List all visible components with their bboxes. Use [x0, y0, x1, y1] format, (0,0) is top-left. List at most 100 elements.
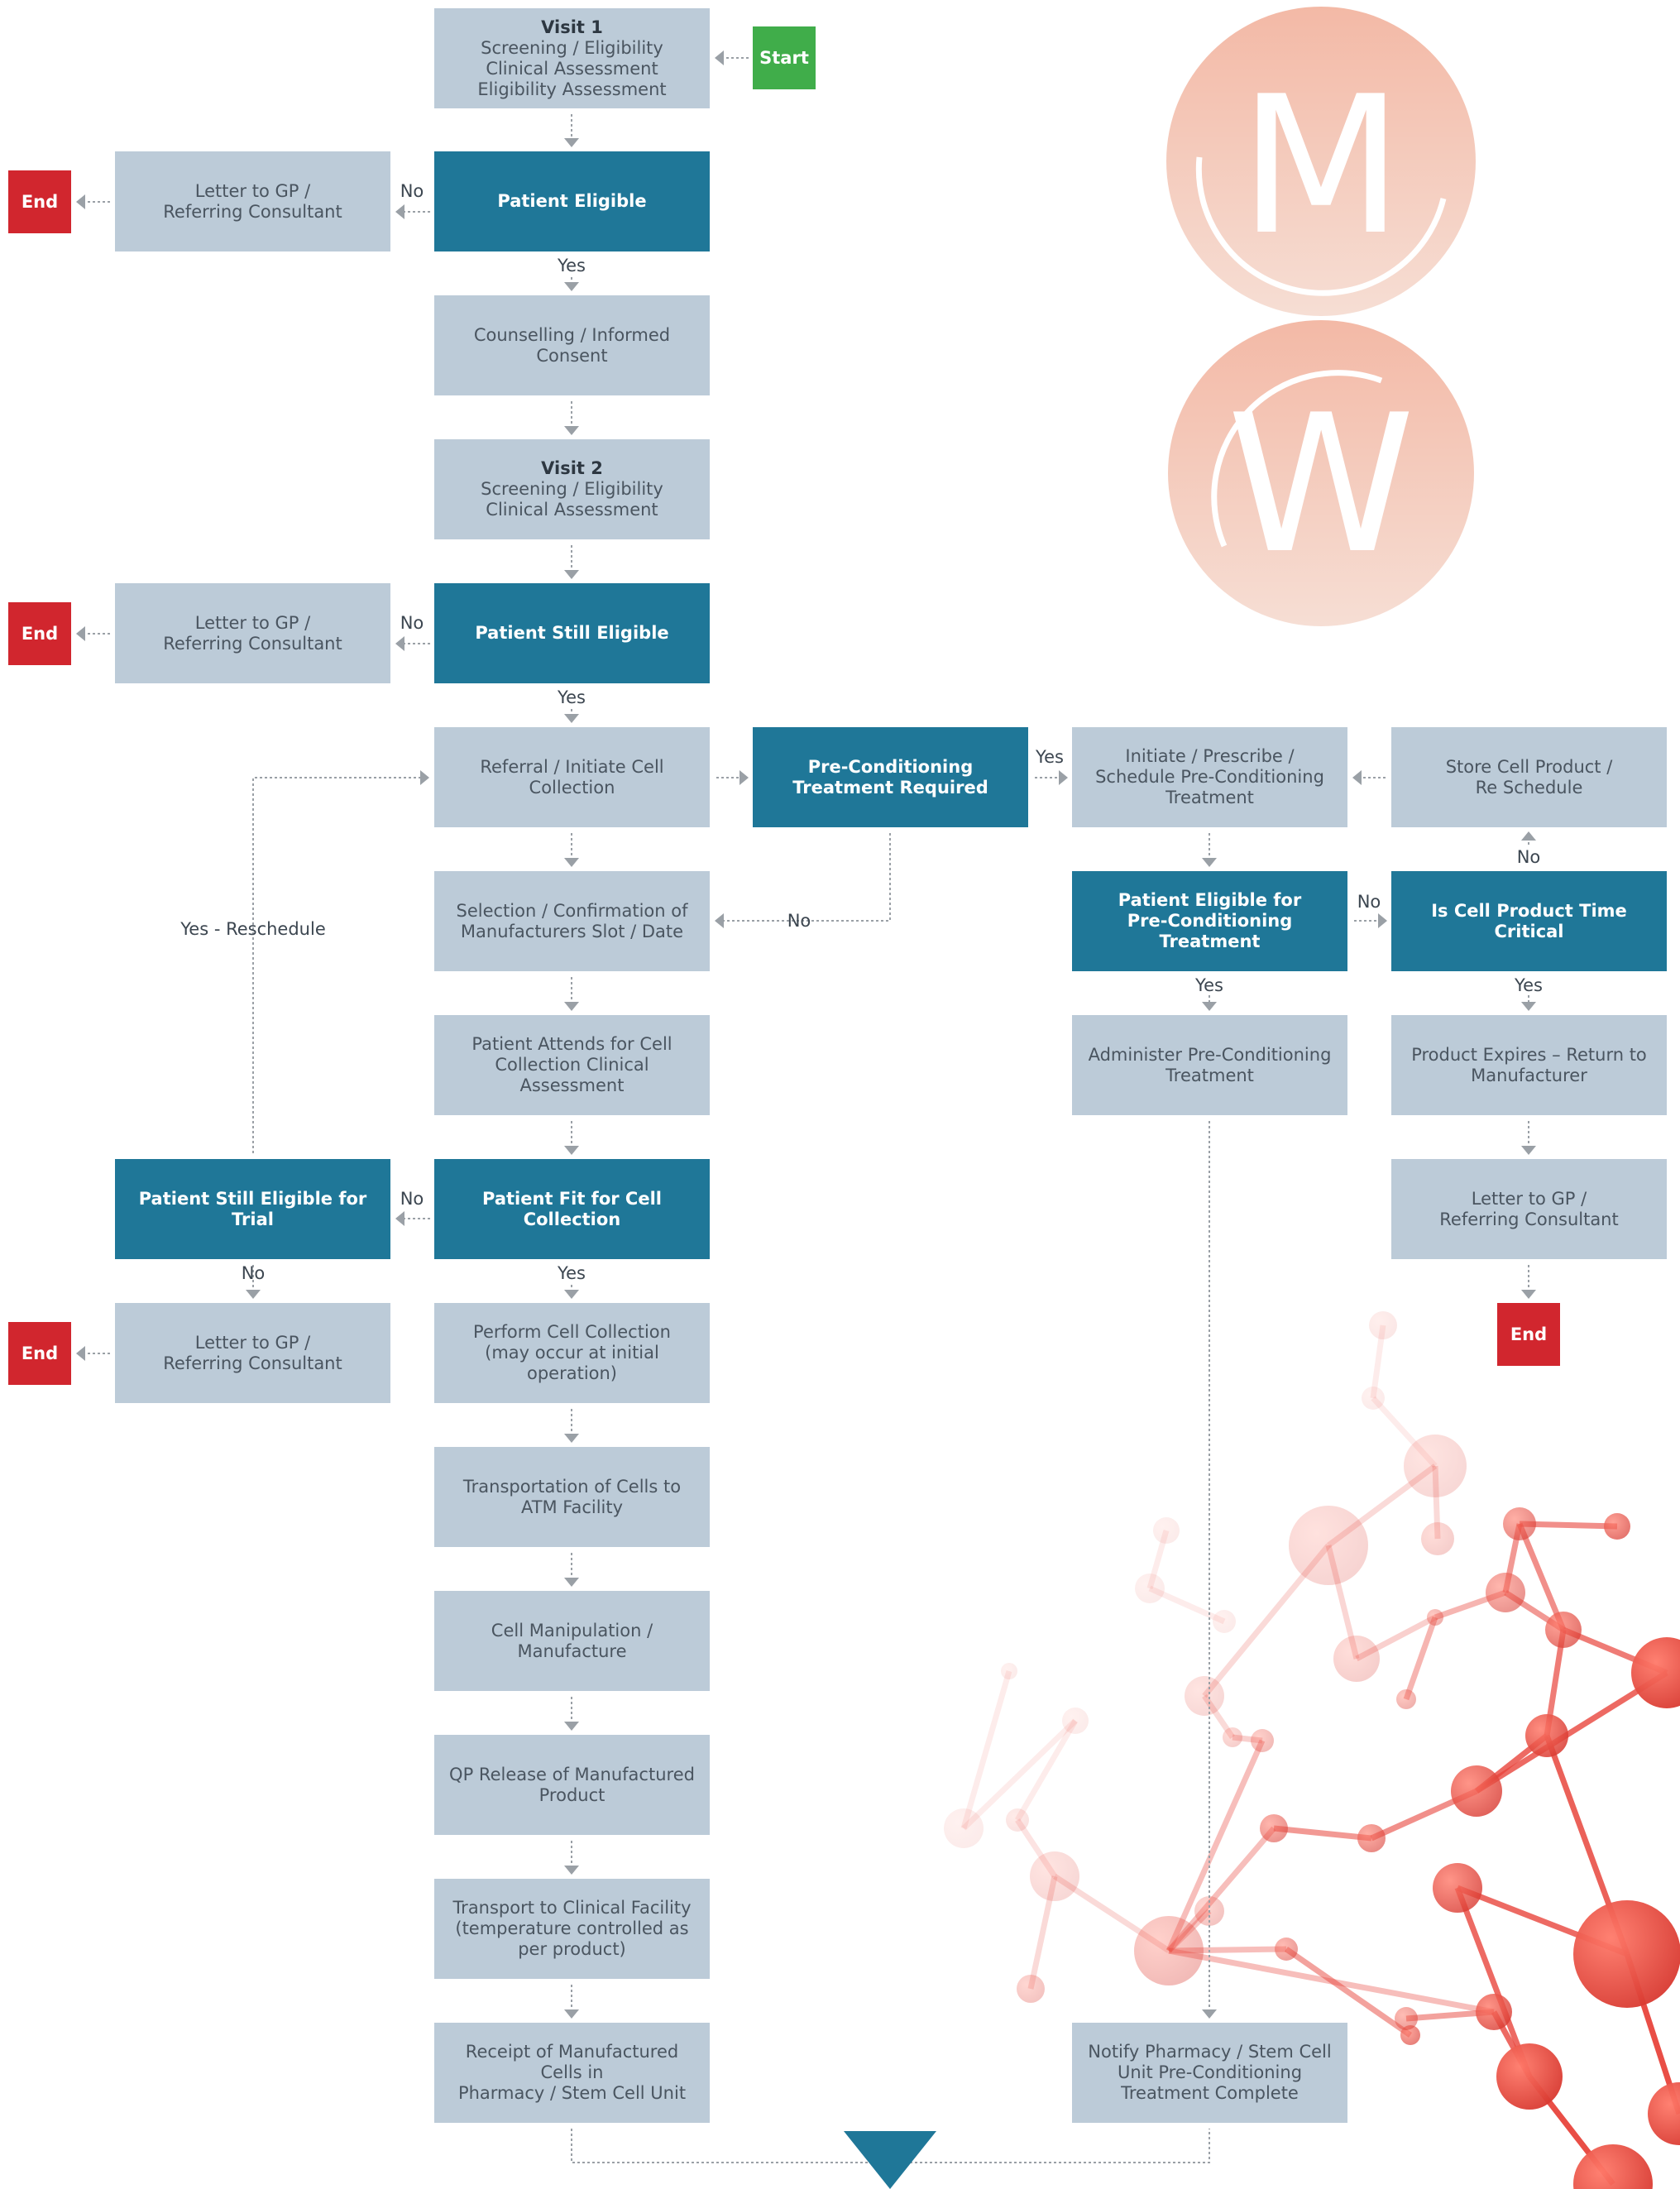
label-yes-fit: Yes [558, 1263, 586, 1283]
label-no-eligible-preconditioning: No [1357, 892, 1381, 912]
box-text-line: Start [759, 47, 809, 68]
molecule-link [1475, 1670, 1668, 1794]
molecule-node [1648, 2082, 1680, 2145]
box-text-line: Referring Consultant [163, 633, 342, 654]
box-text-line: Referral / Initiate Cell [480, 756, 664, 777]
arrow-eligprecond-no-head [1378, 913, 1387, 928]
molecule-link [1014, 1719, 1079, 1822]
arrow-fit-no-head [395, 1211, 404, 1226]
molecule-node [1357, 1824, 1386, 1852]
box-text-line: Re Schedule [1475, 777, 1583, 798]
box-text-line: Is Cell Product Time Critical [1431, 900, 1627, 941]
molecule-node [1017, 1975, 1045, 2003]
label-yes-preconditioning: Yes [1036, 747, 1064, 767]
box-text-line: Referring Consultant [163, 1353, 342, 1373]
molecule-node [1185, 1676, 1224, 1716]
molecule-link [1403, 1616, 1438, 1701]
box-text-line: Schedule Pre-Conditioning [1095, 767, 1324, 787]
arrow-fit-perform-head [564, 1290, 579, 1299]
box-text-line: Letter to GP / [194, 1332, 311, 1353]
molecule-node [1395, 2007, 1418, 2030]
box-text-line: QP Release of Manufactured [449, 1764, 695, 1784]
box-text-line: Patient Eligible for [1118, 890, 1302, 910]
box-text-line: Clinical Assessment [486, 500, 658, 520]
box-text-line: Patient Still Eligible for Trial [138, 1188, 367, 1229]
molecule-node [1573, 2144, 1653, 2189]
molecule-node [1006, 1808, 1029, 1832]
molecule-node [1030, 1851, 1079, 1901]
molecule-node [1135, 1573, 1165, 1603]
loop-reschedule-head [420, 770, 429, 785]
molecule-node [1062, 1708, 1089, 1734]
arrow-administer-notify-head [1202, 2009, 1217, 2019]
molecule-link [1165, 1739, 1266, 1952]
molecule-node [1476, 1994, 1512, 2030]
box-text-line: Screening / Eligibility [481, 37, 663, 58]
molecule-node [1369, 1311, 1397, 1339]
end-terminal-3: End [8, 1322, 71, 1385]
box-text-line: Transport to Clinical Facility [452, 1898, 692, 1918]
arrow-eligprecond-yes-head [1202, 1002, 1217, 1011]
box-text-line: (temperature controlled as [455, 1918, 689, 1938]
box-text-line: Treatment [1165, 788, 1254, 807]
box-title: Visit 1 [541, 17, 603, 37]
box-text-line: Store Cell Product / [1445, 756, 1613, 777]
box-text-line: Counselling / Informed [473, 324, 671, 345]
molecule-node [1433, 1863, 1482, 1913]
arrow-transportclin-receipt-head [564, 2009, 579, 2019]
letter-to-gp-box-1: Letter to GP /Referring Consultant [115, 151, 390, 251]
arrow-counselling-visit2-head [564, 426, 579, 435]
box-text-line: (may occur at initial operation) [485, 1343, 659, 1383]
arrow-letter4-end-head [1521, 1290, 1536, 1299]
box-text-line: Treatment Complete [1121, 2083, 1299, 2103]
molecule-node [1604, 1513, 1630, 1540]
box-text-line: Product [538, 1784, 605, 1805]
arrow-eligible-no-head [395, 204, 404, 219]
molecule-link [1285, 1947, 1412, 2038]
box-text-line: Administer Pre-Conditioning [1088, 1044, 1332, 1065]
logo-letter-m: M [1239, 56, 1403, 277]
molecule-node [944, 1808, 984, 1848]
box-text-line: per product) [518, 1939, 626, 1959]
logo-circle-m [1166, 7, 1476, 316]
loop-reschedule-line [252, 777, 426, 1153]
box-text-line: Manufacturers Slot / Date [460, 921, 684, 941]
arrow-store-initiate-head [1352, 770, 1362, 785]
box-text-line: Transportation of Cells to [462, 1476, 682, 1497]
molecule-node [1404, 1435, 1467, 1497]
label-no-trial: No [241, 1263, 266, 1283]
patient-still-eligible-decision: Patient Still Eligible [434, 583, 710, 683]
box-text-line: Patient Fit for Cell Collection [482, 1188, 662, 1229]
molecule-node [1525, 1714, 1568, 1757]
arrow-visit1-eligible-head [564, 138, 579, 147]
box-text-line: Product Expires – Return to [1411, 1044, 1647, 1065]
box-text-line: Clinical Assessment [486, 58, 658, 79]
arrow-eligible-counselling-head [564, 282, 579, 291]
label-yes-time-critical: Yes [1515, 975, 1543, 995]
arrow-referral-precond-head [739, 770, 749, 785]
box-text-line: Treatment [1165, 1065, 1254, 1085]
letter-to-gp-box-3: Letter to GP /Referring Consultant [115, 1303, 390, 1403]
cell-manipulation-box: Cell Manipulation /Manufacture [434, 1591, 710, 1691]
logo-letter-w: W [1227, 375, 1414, 596]
molecule-node [1289, 1506, 1368, 1585]
arrow-transport-manipulation-head [564, 1578, 579, 1587]
time-critical-decision: Is Cell Product Time Critical [1391, 871, 1667, 971]
box-text-line: Patient Attends for Cell [471, 1034, 672, 1054]
letter-to-gp-box-2: Letter to GP /Referring Consultant [115, 583, 390, 683]
box-text-line: Letter to GP / [194, 180, 311, 201]
molecule-node [1134, 1916, 1204, 1985]
arrow-visit2-still-head [564, 570, 579, 579]
molecule-link [961, 1718, 1078, 1831]
label-no-store: No [1516, 847, 1541, 867]
label-yes-eligible-preconditioning: Yes [1195, 975, 1223, 995]
label-yes-reschedule: Yes - Reschedule [180, 919, 326, 939]
